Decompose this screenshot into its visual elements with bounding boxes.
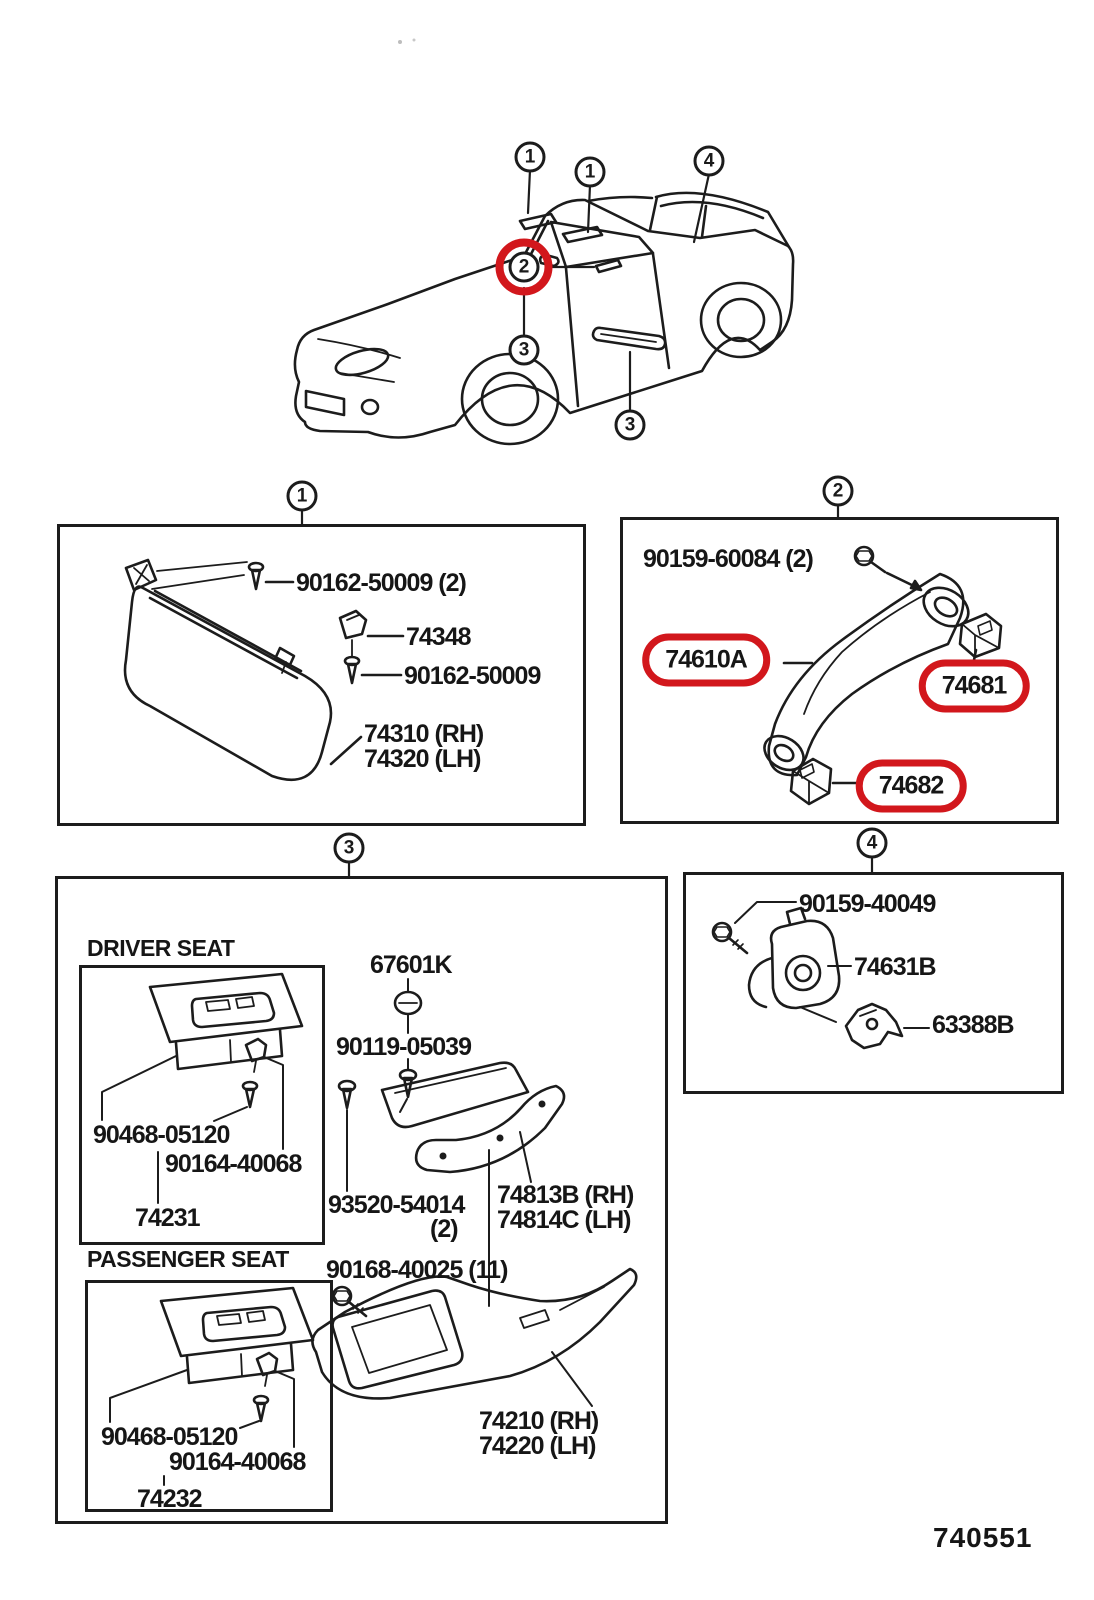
part-number-label: 74310 (RH)	[364, 720, 484, 748]
assist-grip-illustration	[763, 545, 1003, 806]
section-box-1	[57, 524, 586, 826]
part-number-label: 90468-05120	[101, 1423, 238, 1451]
highlighted-part-number: 74682	[855, 759, 967, 813]
section-box-3	[55, 876, 668, 1524]
part-number-label: 90119-05039	[336, 1033, 472, 1061]
armrest-illustrations	[101, 972, 638, 1486]
part-number-label: 67601K	[370, 951, 453, 979]
section-box-2	[620, 517, 1059, 824]
part-number-label: 74232	[137, 1485, 203, 1513]
car-callout-1: 1	[514, 141, 546, 173]
section-callout-1: 1	[286, 480, 318, 512]
seat-section-title: PASSENGER SEAT	[87, 1246, 289, 1272]
part-number-label: 90164-40068	[165, 1150, 302, 1178]
car-callout-3: 3	[508, 334, 540, 366]
highlight-ring	[495, 238, 553, 296]
part-number-label: 74210 (RH)	[479, 1407, 599, 1435]
car-callout-2: 2	[508, 251, 540, 283]
part-number-label: 93520-54014	[328, 1191, 465, 1219]
visor-illustration	[123, 558, 405, 781]
part-number-label: 90162-50009 (2)	[296, 569, 467, 597]
section-callout-4: 4	[856, 827, 888, 859]
car-callout-leaders	[522, 168, 711, 414]
part-number-label: 74631B	[854, 953, 937, 981]
car-callout-1: 1	[574, 156, 606, 188]
part-number-label: 90468-05120	[93, 1121, 230, 1149]
car-callout-3: 3	[614, 409, 646, 441]
part-number-label: 90162-50009	[404, 662, 541, 690]
part-number-label: 90159-60084 (2)	[643, 545, 814, 573]
section-box-4	[683, 872, 1064, 1094]
part-number-label: 74231	[135, 1204, 201, 1232]
car-callout-4: 4	[693, 145, 725, 177]
part-number-label: (2)	[430, 1215, 459, 1243]
coat-hook-illustration	[711, 901, 930, 1050]
section-callout-3: 3	[333, 832, 365, 864]
car-illustration	[293, 168, 795, 446]
scan-speck	[412, 38, 416, 42]
part-number-label: 74348	[406, 623, 472, 651]
section-callout-2: 2	[822, 475, 854, 507]
section-callout-stubs	[300, 503, 874, 878]
part-number-label: 74320 (LH)	[364, 745, 481, 773]
part-number-label: 63388B	[932, 1011, 1015, 1039]
highlighted-part-number: 74610A	[642, 633, 770, 687]
passenger-seat-inner-box	[85, 1280, 333, 1512]
part-number-label: 90159-40049	[799, 890, 936, 918]
part-number-label: 90168-40025 (11)	[326, 1256, 508, 1284]
part-number-label: 74814C (LH)	[497, 1206, 631, 1234]
part-number-label: 74220 (LH)	[479, 1432, 596, 1460]
part-number-label: 90164-40068	[169, 1448, 306, 1476]
driver-seat-inner-box	[79, 965, 325, 1245]
highlighted-part-number: 74681	[918, 659, 1030, 713]
diagram-number: 740551	[933, 1522, 1033, 1553]
seat-section-title: DRIVER SEAT	[87, 935, 235, 961]
scan-speck	[398, 40, 402, 44]
part-number-label: 74813B (RH)	[497, 1181, 634, 1209]
